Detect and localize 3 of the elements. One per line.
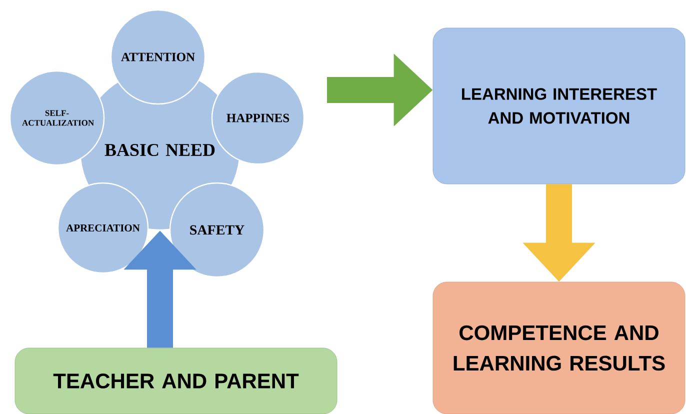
process-box: LEARNING INTEREREST AND MOTIVATION	[432, 28, 686, 184]
result-box: COMPETENCE AND LEARNING RESULTS	[432, 282, 686, 414]
source-box: TEACHER AND PARENT	[14, 348, 338, 414]
